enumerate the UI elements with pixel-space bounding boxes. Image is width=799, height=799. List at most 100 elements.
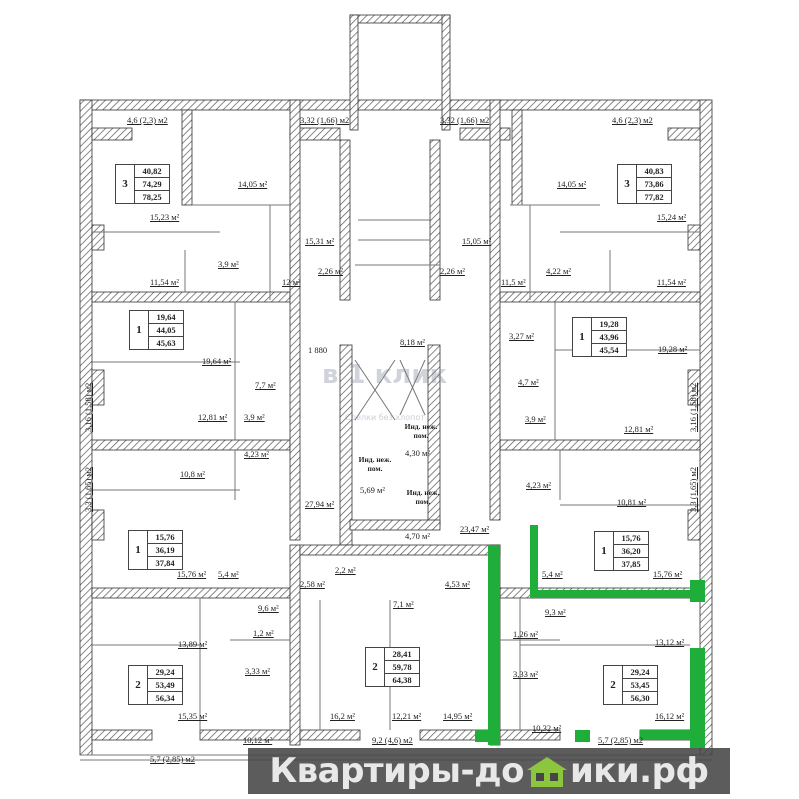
room-area-label: 2,58 м² (300, 579, 325, 589)
room-area-label: 4,6 (2,3) м2 (127, 115, 168, 125)
total-area: 59,78 (385, 661, 419, 674)
total-area: 43,96 (592, 331, 626, 344)
total-area-with-balcony: 37,85 (621, 559, 641, 569)
wall (299, 544, 501, 556)
room-area-label: 16,2 м² (330, 711, 355, 721)
wall (299, 729, 361, 741)
room-area-label: 3,9 м² (218, 259, 239, 269)
room-area-label: 3,9 м² (525, 414, 546, 424)
wall (429, 139, 441, 301)
room-area-label: 9,6 м² (258, 603, 279, 613)
wall (289, 99, 301, 541)
total-area-with-balcony: 37,84 (155, 558, 175, 568)
room-area-label: 15,76 м² (653, 569, 683, 579)
total-area-with-balcony: 45,63 (156, 338, 176, 348)
room-area-label: 10,81 м² (617, 497, 647, 507)
room-count: 1 (129, 531, 148, 569)
room-area-label: 4,53 м² (445, 579, 470, 589)
wall (339, 139, 351, 301)
total-area: 74,29 (135, 178, 169, 191)
house-icon (525, 754, 569, 788)
living-area: 29,24 (148, 666, 182, 679)
living-area: 15,76 (148, 531, 182, 544)
highlighted-apartment-outline (575, 730, 590, 742)
room-area-label: 14,05 м² (557, 179, 587, 189)
room-area-label: 3,27 м² (509, 331, 534, 341)
wall (181, 109, 193, 206)
room-area-label: 12 м² (282, 277, 301, 287)
highlighted-apartment-outline (640, 730, 705, 740)
room-area-label: 16,12 м² (655, 711, 685, 721)
wall (511, 109, 523, 206)
total-area: 36,20 (614, 545, 648, 558)
room-area-label: 12,81 м² (198, 412, 228, 422)
living-area: 19,28 (592, 318, 626, 331)
room-area-label: 3,33 м² (513, 669, 538, 679)
room-area-label: 15,23 м² (150, 212, 180, 222)
total-area: 73,86 (637, 178, 671, 191)
room-area-label: 2,26 м² (318, 266, 343, 276)
room-area-label: 10,12 м² (243, 735, 273, 745)
room-area-label: 2,26 м² (440, 266, 465, 276)
wall (91, 224, 105, 251)
room-area-label: 9,2 (4,6) м2 (372, 735, 413, 745)
dimension-label: 1 880 (308, 345, 328, 355)
room-count: 1 (573, 318, 592, 356)
wall (91, 587, 291, 599)
living-area: 29,24 (623, 666, 657, 679)
wall (489, 99, 501, 521)
wall (687, 509, 701, 541)
room-area-label: 27,94 м² (305, 499, 335, 509)
room-area-label: 4,23 м² (244, 449, 269, 459)
banner-text-right: ики.рф (569, 751, 709, 791)
living-area: 15,76 (614, 532, 648, 545)
partition-line (354, 359, 396, 421)
room-count: 3 (618, 165, 637, 203)
living-area: 28,41 (385, 648, 419, 661)
room-area-label: 15,24 м² (657, 212, 687, 222)
room-area-label: 19,64 м² (202, 356, 232, 366)
room-count: 1 (595, 532, 614, 570)
wall (687, 369, 701, 406)
room-area-label: 15,35 м² (178, 711, 208, 721)
room-count: 2 (366, 648, 385, 686)
balcony-area-label: 3,16 (1,58) м2 (688, 382, 698, 432)
wall (687, 224, 701, 251)
highlighted-apartment-outline (488, 545, 500, 745)
room-area-label: 7,7 м² (255, 380, 276, 390)
balcony-area-label: 3,16 (1,58) м2 (83, 382, 93, 432)
living-area: 40,83 (637, 165, 671, 178)
room-area-label: 5,4 м² (542, 569, 563, 579)
room-area-label: 12,81 м² (624, 424, 654, 434)
banner-text-left: Квартиры-до (269, 751, 524, 791)
wall (459, 127, 511, 141)
room-area-label: 7,1 м² (393, 599, 414, 609)
wall (79, 99, 711, 111)
room-area-label: 3,9 м² (244, 412, 265, 422)
room-area-label: 5,4 м² (218, 569, 239, 579)
total-area-with-balcony: 56,30 (630, 693, 650, 703)
wall (91, 729, 153, 741)
watermark-banner: Квартиры-до ики.рф (248, 748, 730, 794)
room-area-label: 15,31 м² (305, 236, 335, 246)
living-area: 19,64 (149, 311, 183, 324)
wall (441, 14, 451, 131)
room-area-label: 23,47 м² (460, 524, 490, 534)
room-area-label: 5,7 (2,85) м2 (598, 735, 644, 745)
wall (349, 14, 451, 24)
total-area-with-balcony: 77,82 (644, 192, 664, 202)
room-area-label: 2,2 м² (335, 565, 356, 575)
room-area-label: 13,89 м² (178, 639, 208, 649)
room-area-label: 10,8 м² (180, 469, 205, 479)
non-residential-room-area: 4,70 м² (405, 531, 430, 541)
